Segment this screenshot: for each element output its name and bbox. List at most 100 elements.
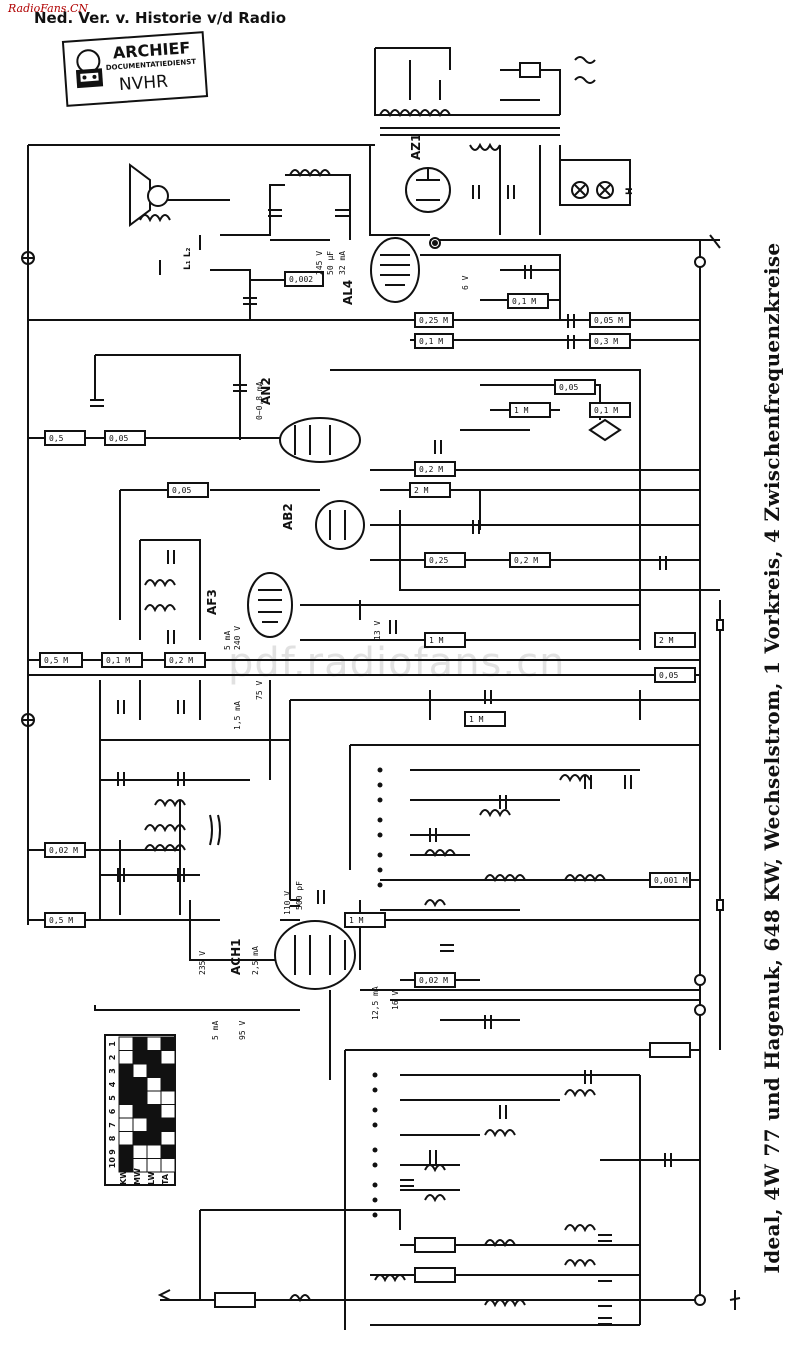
voltage-label: 16 V — [391, 991, 400, 1010]
resistor-value: 2 M — [659, 636, 674, 645]
band-cell — [132, 1090, 148, 1105]
capacitance-label: 50 µF — [326, 251, 335, 275]
band-cell — [132, 1117, 148, 1132]
band-cell — [146, 1104, 162, 1119]
current-label: 12,5 mA — [371, 986, 380, 1020]
band-cell — [132, 1063, 148, 1078]
tube-labels: AZ1 AL4 AN2 AB2 AF3 ACH1 — [205, 134, 423, 975]
voltage-label: 13 V — [373, 621, 382, 640]
resistor-value: 0,5 M — [49, 916, 73, 925]
resistor — [167, 482, 209, 498]
band-cell — [160, 1050, 176, 1065]
resistor-value: 0,002 — [289, 275, 313, 284]
resistor-value: 0,1 M — [512, 297, 536, 306]
band-cell — [118, 1077, 134, 1092]
band-cell — [146, 1131, 162, 1146]
resistor-value: 0,2 M — [514, 556, 538, 565]
band-cell — [132, 1131, 148, 1146]
resistor-value: 0,5 M — [44, 656, 68, 665]
ground-symbols — [21, 234, 741, 1310]
current-label: 0~0,8 mA — [255, 381, 264, 420]
resistor — [344, 912, 386, 928]
resistor-value: 0,05 — [559, 383, 578, 392]
resistor — [509, 402, 551, 418]
loudspeaker-icon — [129, 163, 151, 227]
band-cell — [118, 1104, 134, 1119]
band-cell — [160, 1077, 176, 1092]
archive-header: Ned. Ver. v. Historie v/d Radio — [34, 9, 287, 27]
band-row-label: TA — [161, 1173, 170, 1185]
resistor-value: 0,001 M — [654, 876, 688, 885]
band-cell — [160, 1090, 176, 1105]
voltage-label: 245 V — [315, 251, 324, 275]
band-column-label: 1 — [108, 1041, 117, 1047]
band-cell — [132, 1036, 148, 1051]
tube-an2 — [279, 417, 361, 463]
resistor — [214, 1292, 256, 1308]
archive-logo-icon — [75, 49, 104, 89]
tube-label: ACH1 — [229, 939, 243, 976]
resistor — [589, 402, 631, 418]
tube-al4 — [370, 237, 420, 303]
tube-ach1 — [274, 920, 356, 990]
voltage-label: 75 V — [255, 681, 264, 700]
resistor — [414, 972, 456, 988]
resistor — [414, 333, 454, 349]
band-row-label: MW — [133, 1168, 142, 1185]
band-column-label: 10 — [108, 1157, 117, 1169]
resistor — [424, 552, 466, 568]
resistor-value: 1 M — [349, 916, 364, 925]
band-column-label: 7 — [108, 1122, 117, 1128]
resistor — [424, 632, 466, 648]
resistor-value: 0,05 — [659, 671, 678, 680]
band-column-label: 5 — [108, 1095, 117, 1101]
resistor — [654, 667, 696, 683]
resistor — [519, 62, 541, 78]
resistor-value: 0,02 M — [419, 976, 448, 985]
coils — [139, 109, 606, 1308]
resistor — [164, 652, 206, 668]
band-cell — [118, 1063, 134, 1078]
voltage-label: 95 V — [238, 1021, 247, 1040]
band-row-label: KW — [119, 1170, 128, 1185]
current-label: 1,5 mA — [233, 701, 242, 730]
resistor-value: 1 M — [429, 636, 444, 645]
band-cell — [160, 1117, 176, 1132]
band-column-label: 4 — [108, 1081, 117, 1087]
watermark: pdf.radiofans.cn — [228, 640, 566, 686]
voltage-label: 6 V — [461, 275, 470, 290]
archive-stamp: ARCHIEF DOCUMENTATIEDIENST NVHR — [61, 31, 209, 107]
tube-label: AN2 — [259, 377, 273, 405]
resistor — [44, 430, 86, 446]
band-cell — [146, 1158, 162, 1173]
switch-contacts — [372, 767, 383, 1218]
tube-af3 — [247, 572, 293, 638]
band-cell — [160, 1063, 176, 1078]
resistor — [589, 333, 631, 349]
mains-plug-icon — [574, 56, 596, 84]
resistor — [101, 652, 143, 668]
resistor-boxes — [39, 62, 696, 1308]
capacitance-label: 500 pF — [295, 881, 304, 910]
band-grid — [118, 1036, 176, 1173]
lamp-label: H — [625, 187, 635, 195]
band-cell — [132, 1104, 148, 1119]
resistor — [649, 872, 691, 888]
speaker-label: L₁ L₂ — [183, 247, 193, 270]
resistor-value: 0,05 M — [594, 316, 623, 325]
resistor — [414, 312, 454, 328]
resistor-value: 1 M — [514, 406, 529, 415]
resistor-value: 0,1 M — [594, 406, 618, 415]
resistor-value: 0,02 M — [49, 846, 78, 855]
band-column-label: 3 — [108, 1068, 117, 1074]
band-cell — [160, 1144, 176, 1159]
voltage-label: 240 V — [233, 626, 242, 650]
band-cell — [118, 1090, 134, 1105]
resistor-value: 0,3 M — [594, 337, 618, 346]
band-cell — [146, 1036, 162, 1051]
resistor — [507, 293, 549, 309]
band-row-label: LW — [147, 1172, 156, 1185]
band-cell — [160, 1131, 176, 1146]
